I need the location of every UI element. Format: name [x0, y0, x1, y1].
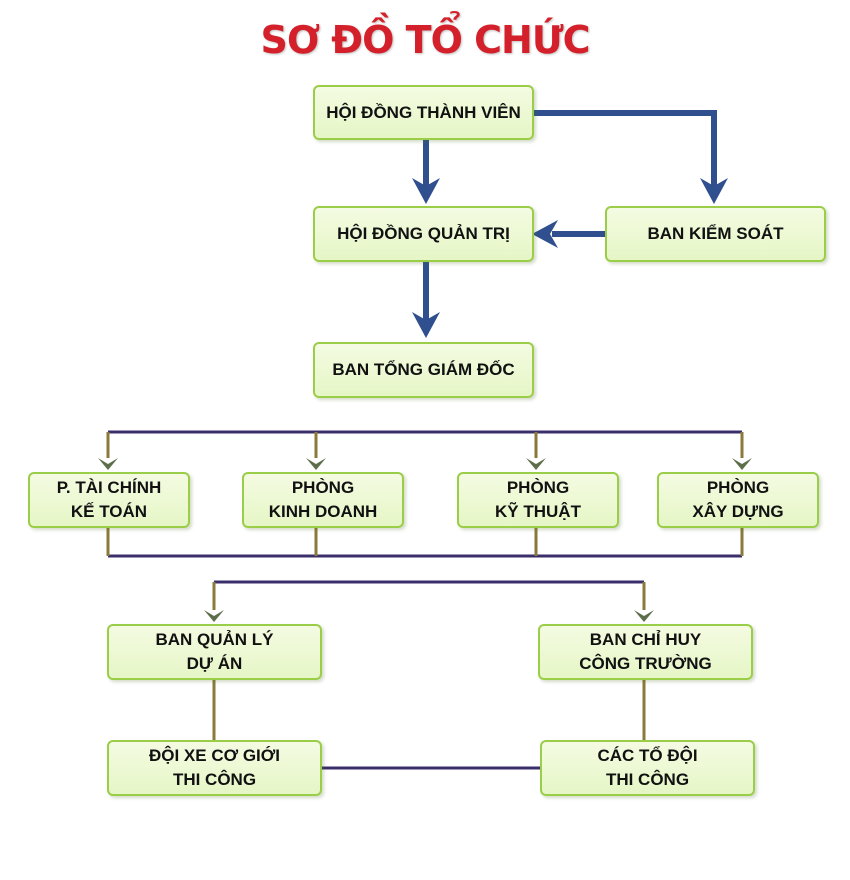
node-doi-xe-co-gioi: ĐỘI XE CƠ GIỚI THI CÔNG: [107, 740, 322, 796]
main-arrowheads: [412, 178, 728, 338]
node-label: BAN TỔNG GIÁM ĐỐC: [332, 360, 515, 379]
node-label-line-2: DỰ ÁN: [186, 654, 243, 673]
node-p-tai-chinh-ke-toan: P. TÀI CHÍNH KẾ TOÁN: [28, 472, 190, 528]
arrow-down-icon: [412, 178, 440, 204]
node-label-line-1: BAN QUẢN LÝ: [155, 630, 274, 649]
node-phong-ky-thuat: PHÒNG KỸ THUẬT: [457, 472, 619, 528]
department-arrowheads: [98, 458, 752, 470]
arrow-down-icon: [526, 458, 546, 470]
node-label-line-2: KỸ THUẬT: [495, 502, 581, 521]
line-hdtv-to-bks: [534, 110, 717, 188]
node-ban-kiem-soat: BAN KIỂM SOÁT: [605, 206, 826, 262]
node-cac-to-doi: CÁC TỔ ĐỘI THI CÔNG: [540, 740, 755, 796]
node-label: BAN KIỂM SOÁT: [647, 224, 784, 243]
department-bus: [108, 430, 742, 558]
node-ban-quan-ly-du-an: BAN QUẢN LÝ DỰ ÁN: [107, 624, 322, 680]
department-drops: [106, 432, 744, 556]
project-arrowheads: [204, 610, 654, 622]
node-hoi-dong-thanh-vien: HỘI ĐỒNG THÀNH VIÊN: [313, 85, 534, 140]
node-label-line-2: XÂY DỰNG: [692, 502, 784, 521]
project-drops: [212, 582, 646, 740]
node-label: HỘI ĐỒNG QUẢN TRỊ: [337, 224, 510, 243]
node-label-line-2: THI CÔNG: [605, 770, 690, 789]
node-label-line-2: KẾ TOÁN: [70, 502, 148, 521]
arrow-down-icon: [412, 312, 440, 338]
arrow-down-icon: [634, 610, 654, 622]
arrow-down-icon: [98, 458, 118, 470]
node-label-line-2: THI CÔNG: [172, 770, 257, 789]
node-label-line-1: P. TÀI CHÍNH: [56, 478, 162, 497]
arrow-down-icon: [204, 610, 224, 622]
node-label-line-1: PHÒNG: [706, 478, 770, 497]
arrow-left-icon: [532, 220, 558, 248]
arrow-down-icon: [700, 178, 728, 204]
arrow-down-icon: [306, 458, 326, 470]
node-label: HỘI ĐỒNG THÀNH VIÊN: [326, 102, 521, 122]
main-connectors: [423, 110, 717, 322]
arrow-down-icon: [732, 458, 752, 470]
node-phong-xay-dung: PHÒNG XÂY DỰNG: [657, 472, 819, 528]
node-label-line-1: CÁC TỔ ĐỘI: [597, 746, 698, 765]
node-ban-chi-huy-cong-truong: BAN CHỈ HUY CÔNG TRƯỜNG: [538, 624, 753, 680]
node-label-line-1: PHÒNG: [506, 478, 570, 497]
chart-title: SƠ ĐỒ TỔ CHỨC: [260, 18, 591, 62]
node-label-line-1: ĐỘI XE CƠ GIỚI: [148, 746, 281, 765]
node-label-line-1: BAN CHỈ HUY: [589, 630, 702, 649]
node-phong-kinh-doanh: PHÒNG KINH DOANH: [242, 472, 404, 528]
node-hoi-dong-quan-tri: HỘI ĐỒNG QUẢN TRỊ: [313, 206, 534, 262]
node-label-line-1: PHÒNG: [291, 478, 355, 497]
node-label-line-2: CÔNG TRƯỜNG: [579, 654, 712, 673]
node-label-line-2: KINH DOANH: [268, 502, 378, 521]
node-ban-tong-giam-doc: BAN TỔNG GIÁM ĐỐC: [313, 342, 534, 398]
